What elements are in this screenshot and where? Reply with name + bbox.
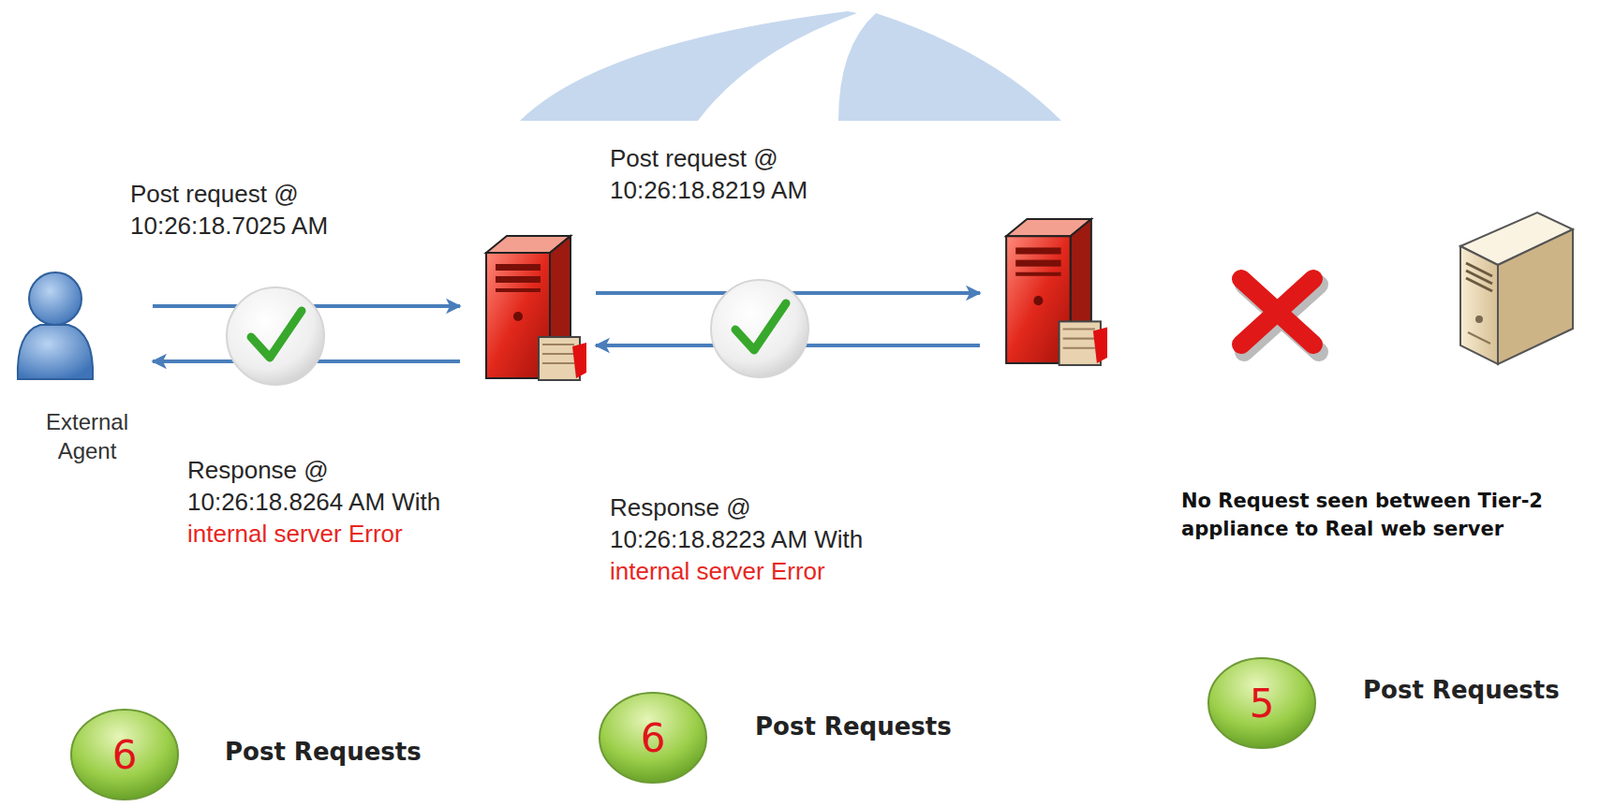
error-text: internal server Error [609,557,826,586]
count-caption: Post Requests [1362,676,1560,705]
callout-number: 6 [596,690,710,786]
count-caption: Post Requests [755,712,952,741]
count-node: 6Post Requests [68,707,181,803]
edge-label: Post request @ 10:26:18.8219 AM [609,142,891,207]
note-text: Response @ 10:26:18.8264 AM With interna… [187,454,478,550]
count-node: 5Post Requests [1205,655,1319,752]
server-node [469,232,587,383]
count-caption: Post Requests [224,738,422,767]
response-text: Response @ 10:26:18.8264 AM With [187,456,441,517]
response-text: Response @ 10:26:18.8223 AM With [609,493,863,554]
error-text: internal server Error [187,519,403,549]
callout-number: 6 [68,707,181,803]
appliance-icon [469,232,587,383]
callout-number: 5 [1205,655,1319,752]
watermark [519,11,1062,121]
agent-node: External Agent [12,266,144,386]
note-text: Response @ 10:26:18.8223 AM With interna… [609,491,901,588]
note-text: No Request seen between Tier-2 appliance… [1181,487,1575,544]
person-icon-box [12,266,98,386]
person-icon [12,266,98,386]
count-node: 6Post Requests [596,690,710,786]
blocked-mark [1241,279,1319,353]
check-badge [226,287,325,386]
edge-label: Post request @ 10:26:18.7025 AM [130,177,412,242]
node-label: External Agent [30,407,144,466]
server-node [1456,208,1577,368]
web-server-icon [1456,208,1577,368]
response-text: No Request seen between Tier-2 appliance… [1181,489,1543,541]
server-node [989,215,1108,368]
appliance-icon [989,215,1108,368]
check-badge [711,280,809,378]
